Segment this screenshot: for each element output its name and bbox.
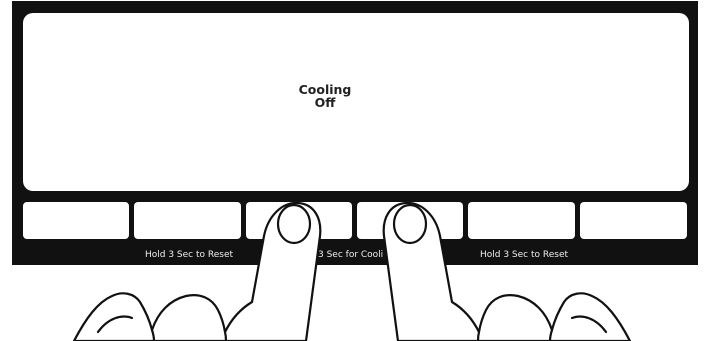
key-5-label: Hold 3 Sec to Reset bbox=[480, 250, 568, 261]
key-2-label: Hold 3 Sec to Reset bbox=[145, 250, 233, 261]
touch-key-6[interactable] bbox=[580, 202, 687, 239]
touch-key-5[interactable] bbox=[468, 202, 575, 239]
status-message: Cooling Off bbox=[275, 83, 375, 109]
touch-key-4[interactable] bbox=[357, 202, 463, 239]
center-keys-label: 3 Sec for Cooli bbox=[318, 250, 383, 261]
touch-key-1[interactable] bbox=[23, 202, 129, 239]
touch-key-2[interactable] bbox=[134, 202, 241, 239]
touch-key-3[interactable] bbox=[246, 202, 352, 239]
status-line-2: Off bbox=[275, 96, 375, 109]
display-screen: Cooling Off bbox=[23, 13, 689, 191]
